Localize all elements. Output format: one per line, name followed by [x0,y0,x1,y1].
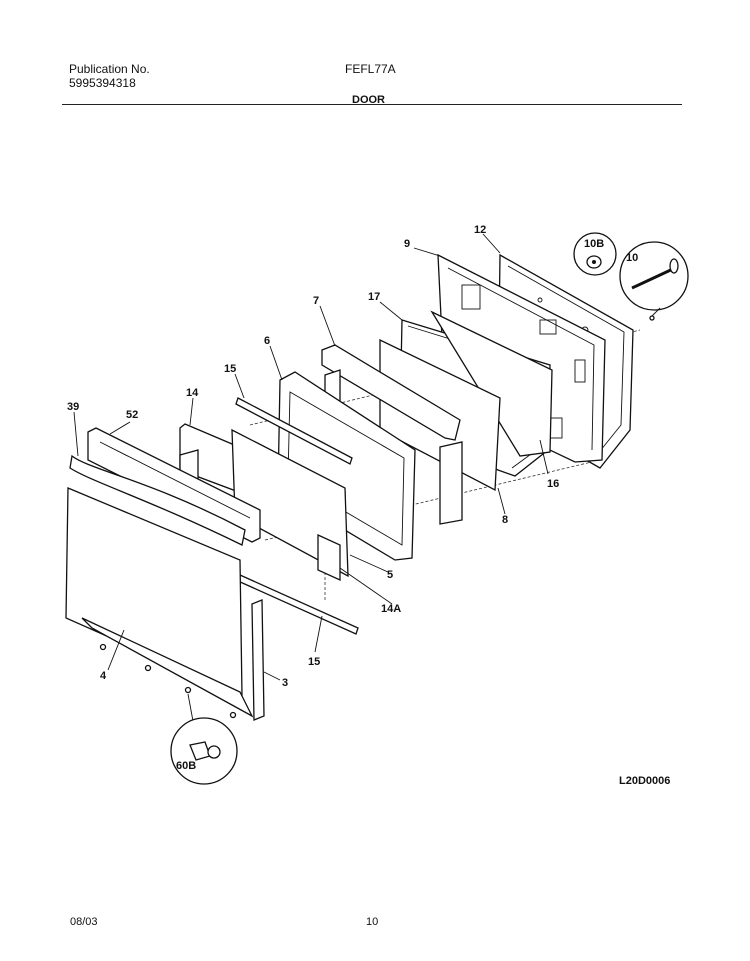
callout-10b: 10B [584,238,604,250]
callout-52: 52 [126,409,138,421]
model-number: FEFL77A [345,62,396,76]
footer-date: 08/03 [70,916,98,928]
callout-15-bottom: 15 [308,656,320,668]
callout-8: 8 [502,514,508,526]
part-15-trim-strip-top [235,397,353,465]
part-10-bolt-callout [619,241,689,321]
callout-16: 16 [547,478,559,490]
callout-12: 12 [474,224,486,236]
callout-labels: 12 9 10B 10 7 17 6 15 14 39 52 16 8 5 14… [67,224,638,772]
leader-lines [73,233,549,681]
callout-17: 17 [368,291,380,303]
part-52-vent-trim [87,427,261,543]
screws-4 [99,643,237,719]
callout-60b: 60B [176,760,196,772]
callout-10: 10 [626,252,638,264]
callout-6: 6 [264,335,270,347]
callout-14: 14 [186,387,199,399]
part-14a-insulation-piece [317,533,341,582]
header-rule [62,104,682,105]
part-60b-screw-callout [170,693,238,785]
callout-3: 3 [282,677,288,689]
section-title: DOOR [352,94,385,106]
callout-9: 9 [404,238,410,250]
diagram-code: L20D0006 [619,775,670,787]
callout-7: 7 [313,295,319,307]
publication-label: Publication No. [69,62,150,76]
part-3-outer-panel [65,487,265,721]
part-10b-washer-callout [573,232,617,276]
callout-15-top: 15 [224,363,236,375]
callout-14a: 14A [381,603,401,615]
publication-number: 5995394318 [69,76,136,90]
callout-39: 39 [67,401,79,413]
part-39-handle [69,454,246,546]
callout-5: 5 [387,569,393,581]
callout-4: 4 [100,670,107,682]
page-number: 10 [366,916,379,928]
